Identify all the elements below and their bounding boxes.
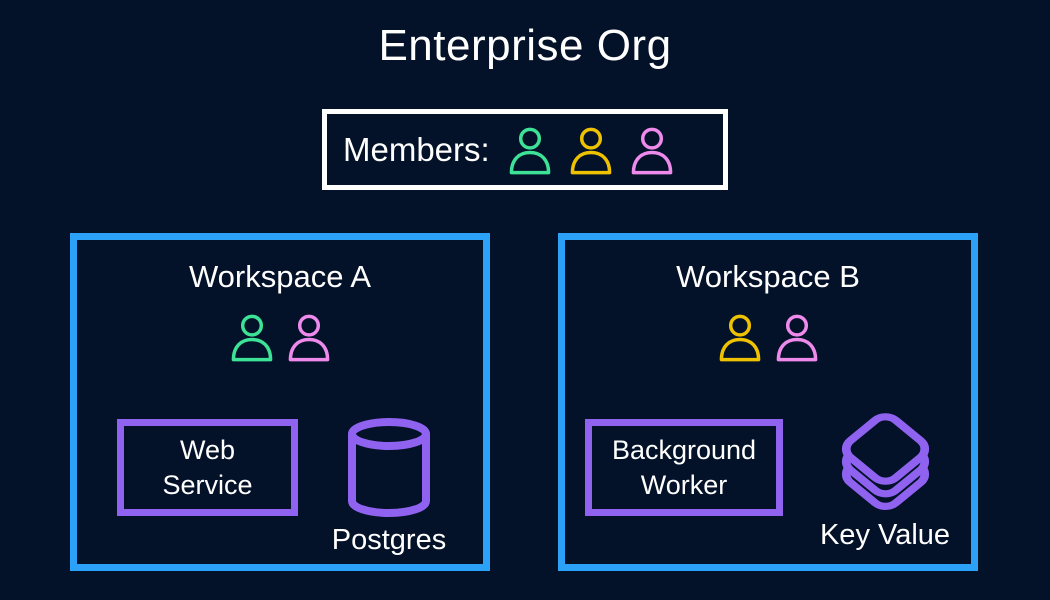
postgres-database-icon (348, 418, 430, 517)
person-icon (570, 127, 612, 174)
person-icon (776, 314, 817, 362)
org-members-row (508, 127, 674, 175)
members-label: Members: (343, 130, 490, 168)
postgres-datastore: Postgres (304, 418, 474, 555)
person-icon (631, 127, 673, 174)
service-label-line: Background (611, 434, 757, 465)
org-members-panel: Members: (322, 109, 728, 190)
service-label-line: Service (162, 469, 253, 500)
workspace-b-title: Workspace B (676, 259, 860, 294)
workspace-a-members-row (77, 314, 483, 362)
key-value-datastore: Key Value (800, 413, 970, 550)
key-value-stack-icon (841, 413, 929, 510)
background-worker-box: Background Worker (585, 419, 783, 516)
workspace-a-panel: Workspace A Web Service Postgres (70, 233, 490, 571)
service-label-line: Web (179, 434, 236, 465)
workspace-a-title: Workspace A (188, 259, 372, 294)
workspace-b-members-row (565, 314, 971, 362)
service-label-line: Worker (640, 469, 728, 500)
person-icon (231, 314, 272, 362)
person-icon (288, 314, 329, 362)
datastore-label: Postgres (331, 524, 447, 556)
web-service-box: Web Service (117, 419, 298, 516)
person-icon (509, 127, 551, 174)
workspace-b-panel: Workspace B Background Worker (558, 233, 978, 571)
datastore-label: Key Value (819, 519, 951, 551)
person-icon (719, 314, 760, 362)
page-title: Enterprise Org (378, 21, 672, 70)
